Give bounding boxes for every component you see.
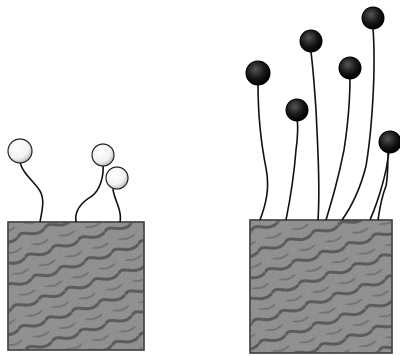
left-heads bbox=[7, 138, 129, 190]
right-strand-4 bbox=[325, 77, 351, 221]
right-head-4 bbox=[338, 56, 362, 80]
left-substrate bbox=[7, 221, 145, 351]
right-strands bbox=[257, 27, 391, 221]
right-strand-7 bbox=[377, 149, 389, 221]
left-strand-1 bbox=[19, 161, 44, 223]
right-strand-2 bbox=[285, 119, 299, 221]
left-panel bbox=[7, 138, 145, 351]
right-head-5 bbox=[361, 6, 385, 30]
right-strand-3 bbox=[310, 51, 320, 221]
left-head-2 bbox=[91, 143, 115, 167]
left-strand-2 bbox=[74, 164, 104, 223]
right-heads bbox=[245, 6, 400, 154]
left-head-3 bbox=[105, 166, 129, 190]
left-strands bbox=[19, 161, 122, 223]
right-head-6 bbox=[378, 130, 400, 154]
left-head-1 bbox=[7, 138, 33, 164]
right-substrate bbox=[249, 219, 393, 354]
right-head-3 bbox=[299, 29, 323, 53]
right-strand-1 bbox=[257, 83, 269, 221]
right-strand-5 bbox=[341, 27, 375, 221]
right-panel bbox=[245, 6, 400, 354]
right-head-1 bbox=[245, 60, 271, 86]
right-head-2 bbox=[285, 98, 309, 122]
